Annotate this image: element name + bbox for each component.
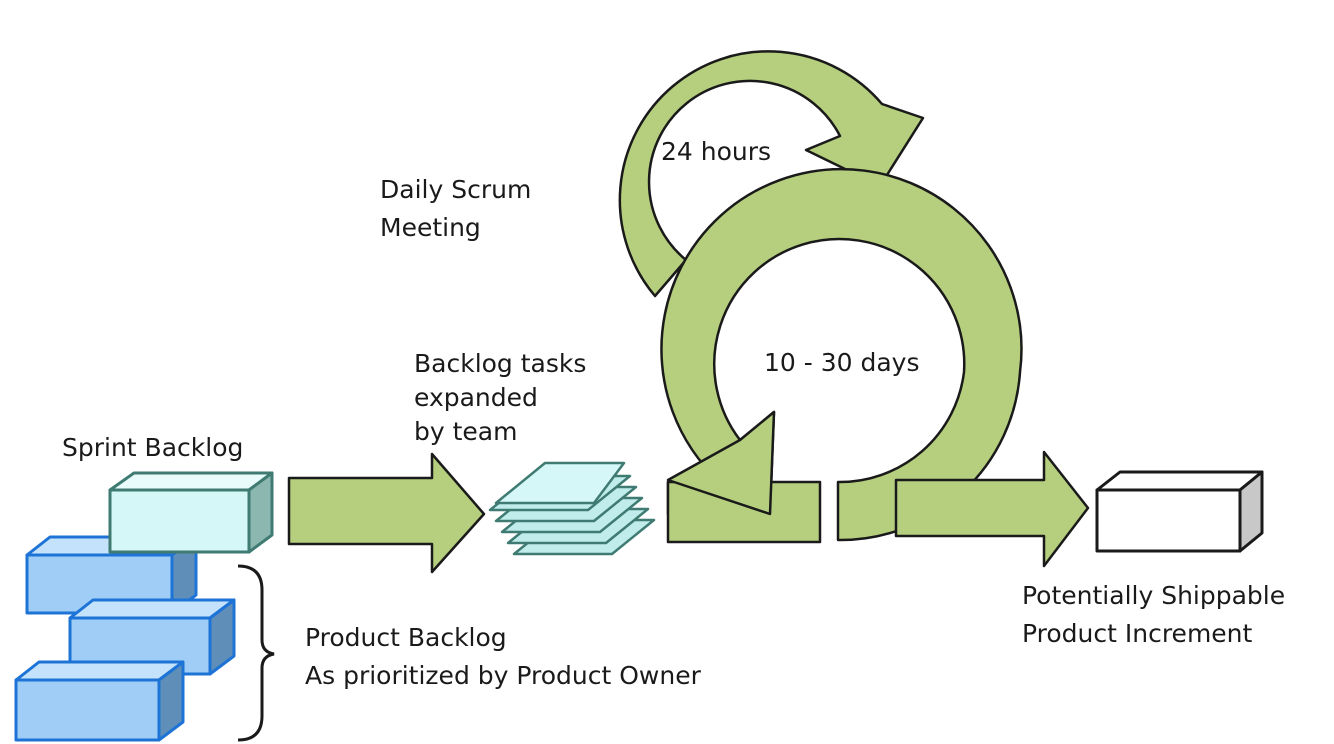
backlog-tasks-label-line2: expanded [414,383,538,412]
sprint-loop-head [666,410,776,516]
daily-scrum-label: Daily Scrum Meeting [380,171,531,247]
backlog-tasks-label-line3: by team [414,417,518,446]
daily-scrum-label-line1: Daily Scrum [380,175,532,204]
product-backlog-label: Product Backlog As prioritized by Produc… [305,619,701,695]
sprint-backlog-label: Sprint Backlog [62,433,244,462]
product-backlog-box [68,598,236,676]
daily-scrum-loop-arrow [618,50,925,298]
days-label: 10 - 30 days [764,348,920,377]
increment-label-line1: Potentially Shippable [1022,581,1286,610]
flow-arrow-to-increment [894,450,1090,568]
flow-arrow-to-tasks [287,452,486,574]
backlog-tasks-label-line1: Backlog tasks [414,349,587,378]
daily-scrum-label-line2: Meeting [380,213,481,242]
sprint-backlog-box [108,471,274,554]
product-backlog-bracket [237,564,275,742]
hours-label: 24 hours [661,137,772,166]
product-backlog-box [14,660,185,742]
increment-label-line2: Product Increment [1022,619,1253,648]
product-backlog-label-line1: Product Backlog [305,623,507,652]
increment-label: Potentially Shippable Product Increment [1022,577,1285,653]
product-backlog-stack [14,535,236,742]
backlog-task-stack [488,461,656,556]
product-backlog-label-line2: As prioritized by Product Owner [305,661,701,690]
product-increment-box [1095,470,1264,553]
backlog-tasks-label: Backlog tasks expanded by team [414,345,586,451]
